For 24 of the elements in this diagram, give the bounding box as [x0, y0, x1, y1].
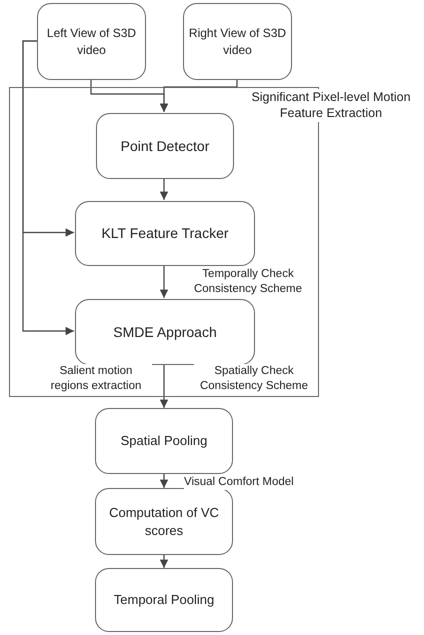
process-box	[95, 408, 233, 474]
arrow	[22, 40, 74, 336]
process-box	[75, 201, 255, 266]
arrow	[160, 178, 168, 200]
arrow	[160, 474, 168, 488]
edge-label: Visual Comfort Model	[184, 475, 294, 490]
process-box	[95, 488, 233, 555]
box-label: Point Detector	[120, 136, 210, 156]
box-label: SMDE Approach	[113, 322, 217, 342]
process-box	[96, 113, 234, 179]
process-box	[37, 3, 146, 80]
arrow	[160, 364, 168, 408]
box-label: Computation of VC scores	[108, 504, 220, 540]
process-box	[183, 3, 292, 80]
box-label: Left View of S3D video	[46, 25, 138, 58]
arrow	[160, 80, 238, 112]
process-box	[95, 568, 233, 632]
arrow	[160, 555, 168, 568]
box-label: KLT Feature Tracker	[101, 224, 229, 243]
box-label: Right View of S3D video	[188, 25, 287, 58]
box-label: Spatial Pooling	[120, 432, 208, 450]
box-label: Temporal Pooling	[114, 591, 214, 609]
process-box	[75, 299, 255, 365]
arrow	[160, 265, 168, 298]
